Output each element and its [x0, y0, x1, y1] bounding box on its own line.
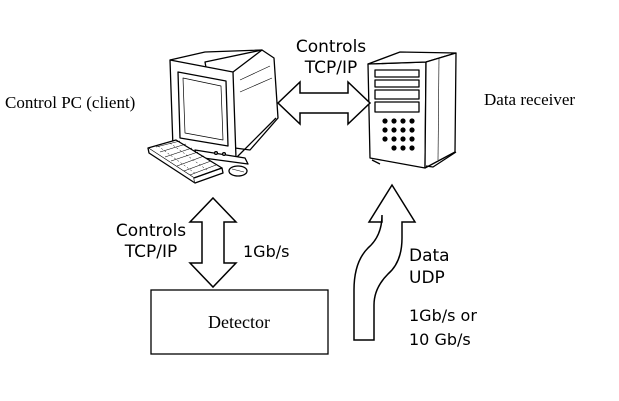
server-tower-icon — [367, 51, 457, 169]
monitor-icon — [169, 49, 279, 165]
data-receiver-label: Data receiver — [484, 90, 575, 109]
pc-receiver-controls-label: Controls — [296, 37, 366, 57]
pc-receiver-double-arrow — [276, 80, 372, 126]
mouse-icon — [228, 165, 248, 177]
data-link-type-label: Data — [409, 246, 450, 266]
detector-label: Detector — [208, 312, 270, 332]
pc-receiver-protocol-label: TCP/IP — [304, 58, 358, 78]
pc-detector-rate-label: 1Gb/s — [243, 242, 289, 261]
pc-detector-protocol-label: TCP/IP — [124, 242, 178, 262]
control-pc-label: Control PC (client) — [5, 93, 135, 112]
pc-detector-double-arrow — [188, 196, 238, 289]
keyboard-icon — [147, 139, 224, 184]
data-link-protocol-label: UDP — [409, 268, 445, 288]
data-rate-label-line1: 1Gb/s or — [409, 306, 477, 325]
control-pc-computer — [147, 49, 279, 184]
data-rate-label-line2: 10 Gb/s — [409, 330, 471, 349]
pc-detector-controls-label: Controls — [116, 221, 186, 241]
data-flow-curved-arrow — [353, 183, 417, 341]
detector-box — [150, 289, 329, 355]
